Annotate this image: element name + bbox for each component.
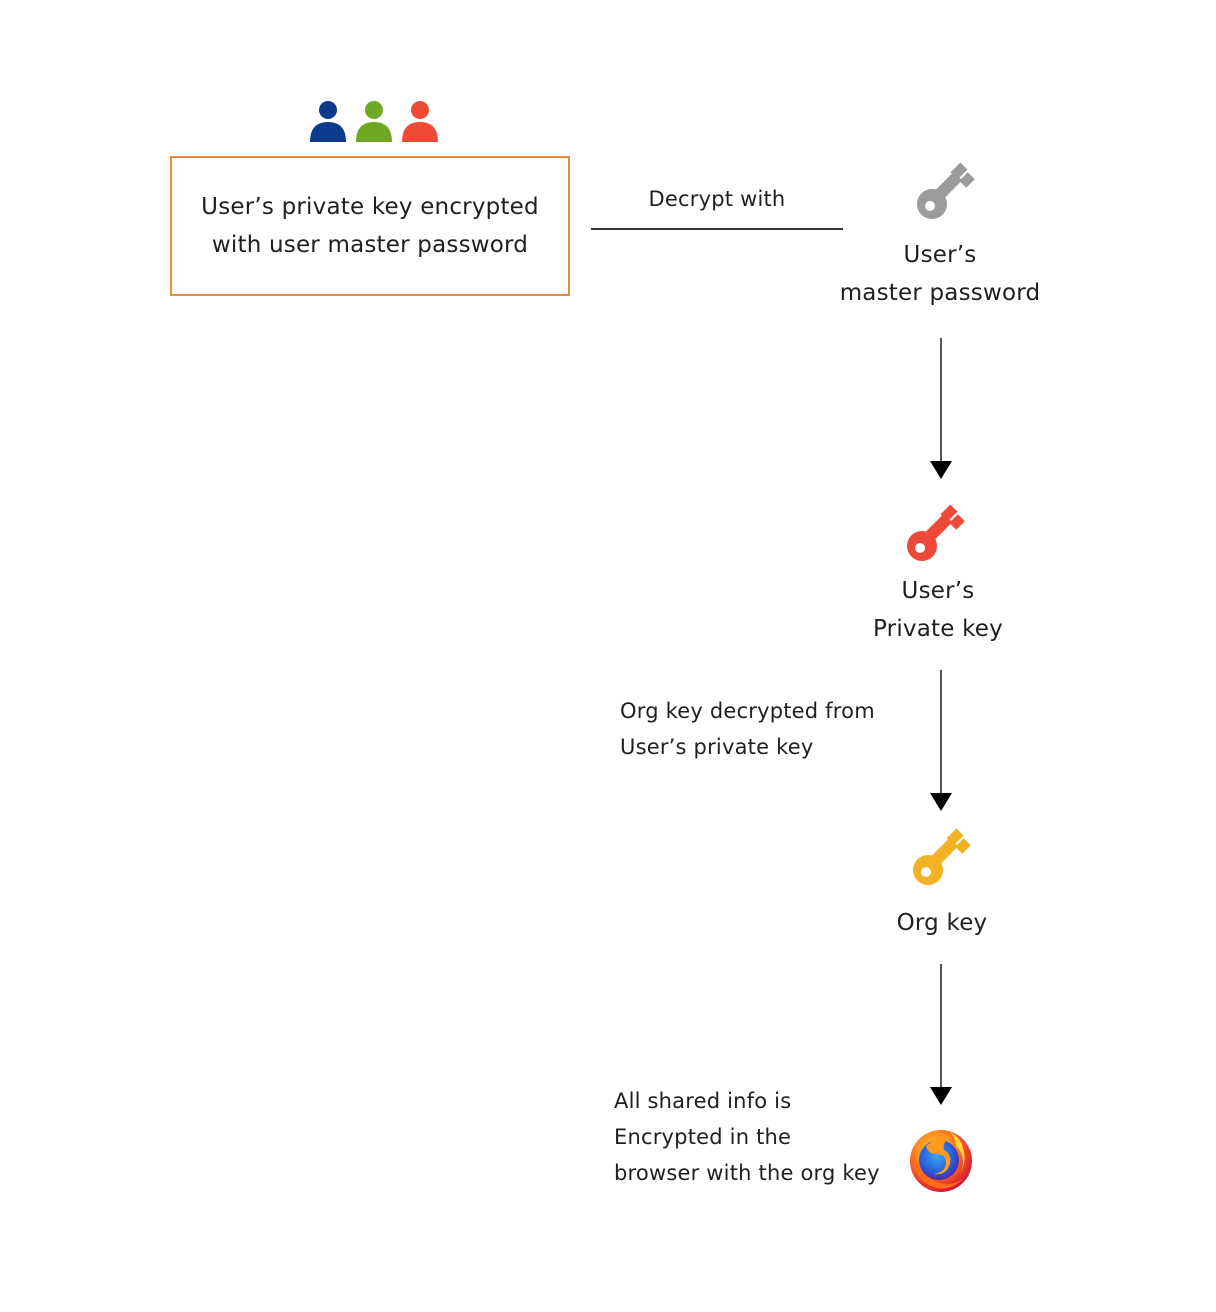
arrow-shaft [940, 964, 942, 1088]
org-key-label: Org key [896, 910, 988, 936]
connector-line [591, 228, 843, 230]
arrowhead [930, 1087, 952, 1105]
arrowhead [930, 793, 952, 811]
box-line-1: User’s private key encrypted [201, 194, 539, 220]
firefox-icon [910, 1130, 972, 1192]
private-key-line-2: Private key [873, 616, 1003, 642]
decrypt-with-label: Decrypt with [648, 187, 786, 211]
encrypted-private-key-box: User’s private key encrypted with user m… [170, 156, 570, 296]
user-icon [356, 101, 392, 142]
private-key-icon [907, 504, 965, 561]
org-key-icon [913, 828, 971, 885]
master-password-line-2: master password [839, 280, 1041, 306]
org-key-note-line-1: Org key decrypted from [620, 699, 875, 723]
users-group [308, 100, 440, 144]
box-line-2: with user master password [211, 232, 529, 258]
shared-note-line-1: All shared info is [614, 1089, 792, 1113]
master-password-label: User’s master password [820, 236, 1060, 312]
arrow-shaft [940, 670, 942, 794]
user-icon [310, 101, 346, 142]
shared-note-line-3: browser with the org key [614, 1161, 880, 1185]
arrowhead [930, 461, 952, 479]
shared-note-line-2: Encrypted in the [614, 1125, 792, 1149]
master-password-line-1: User’s [903, 242, 977, 268]
master-password-key-icon [917, 162, 975, 219]
org-key-note: Org key decrypted from User’s private ke… [620, 693, 900, 765]
arrow-shaft [940, 338, 942, 462]
box-text: User’s private key encrypted with user m… [201, 188, 539, 264]
org-key-note-line-2: User’s private key [620, 735, 814, 759]
private-key-line-1: User’s [901, 578, 975, 604]
user-icon [402, 101, 438, 142]
shared-info-note: All shared info is Encrypted in the brow… [614, 1083, 904, 1191]
private-key-label: User’s Private key [818, 572, 1058, 648]
